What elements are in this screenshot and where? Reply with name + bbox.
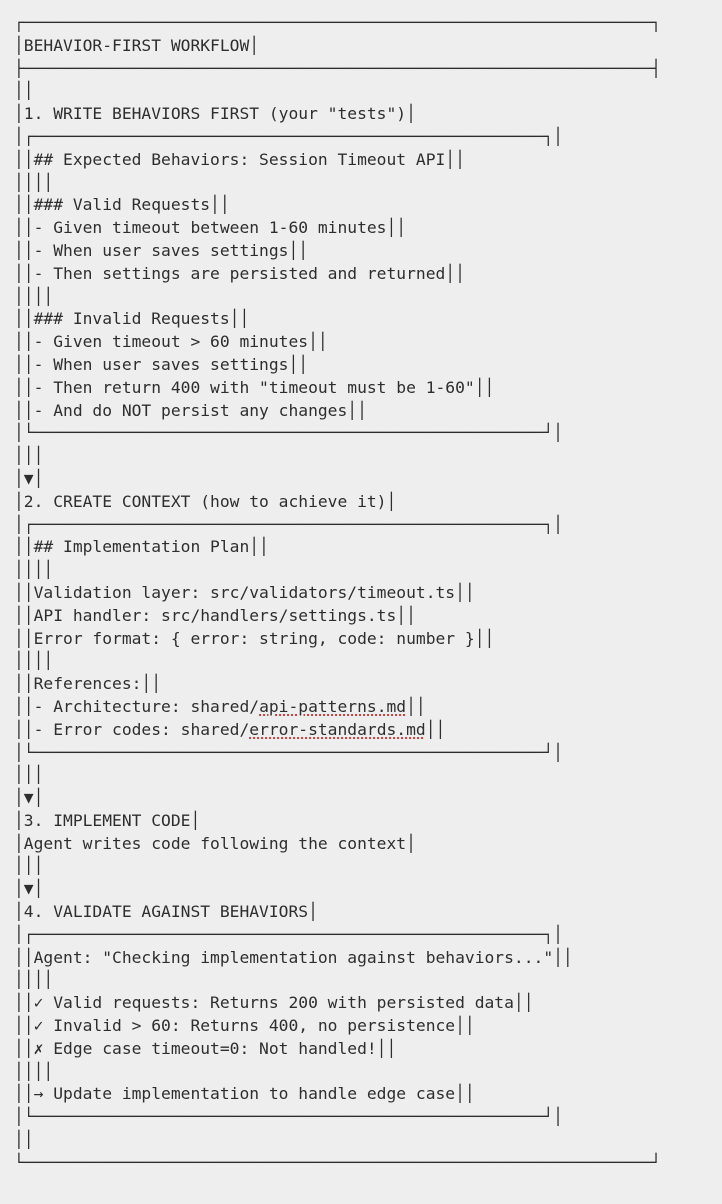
diagram-line: │BEHAVIOR-FIRST WORKFLOW│ (14, 35, 260, 55)
diagram-line: ││- Then settings are persisted and retu… (14, 263, 465, 283)
diagram-line: ││- And do NOT persist any changes││ (14, 400, 367, 420)
diagram-line: │4. VALIDATE AGAINST BEHAVIORS│ (14, 902, 318, 922)
misspelled-token: error-standards.md (249, 719, 426, 739)
diagram-line: ││││ (14, 1061, 54, 1081)
diagram-line: └───────────────────────────────────────… (14, 1152, 661, 1172)
diagram-line: ││││ (14, 970, 54, 990)
diagram-line: ├───────────────────────────────────────… (14, 58, 661, 78)
diagram-line: ││✓ Valid requests: Returns 200 with per… (14, 993, 534, 1013)
diagram-line: ││ (14, 81, 34, 101)
diagram-line: ││✗ Edge case timeout=0: Not handled!││ (14, 1038, 397, 1058)
diagram-line: ││- Architecture: shared/api-patterns.md… (14, 696, 426, 716)
diagram-line: ││→ Update implementation to handle edge… (14, 1084, 475, 1104)
diagram-line: │Agent writes code following the context… (14, 833, 416, 853)
diagram-line: ││✓ Invalid > 60: Returns 400, no persis… (14, 1016, 475, 1036)
diagram-line: ││## Implementation Plan││ (14, 537, 269, 557)
diagram-line: │┌──────────────────────────────────────… (14, 126, 563, 146)
diagram-line: ││Agent: "Checking implementation agains… (14, 947, 573, 967)
diagram-line: │└──────────────────────────────────────… (14, 1107, 563, 1127)
diagram-line: ││References:││ (14, 674, 162, 694)
diagram-line: ││- Given timeout between 1-60 minutes││ (14, 218, 407, 238)
diagram-line: ││││ (14, 560, 54, 580)
diagram-line: │┌──────────────────────────────────────… (14, 924, 563, 944)
diagram-line: ││││ (14, 651, 54, 671)
diagram-line: │▼│ (14, 879, 44, 899)
ascii-workflow-diagram: ┌───────────────────────────────────────… (14, 12, 722, 1175)
diagram-line: │1. WRITE BEHAVIORS FIRST (your "tests")… (14, 104, 416, 124)
diagram-line: ││ (14, 1130, 34, 1150)
diagram-line: ││││ (14, 286, 54, 306)
diagram-line: ││### Valid Requests││ (14, 195, 230, 215)
diagram-line: ││API handler: src/handlers/settings.ts│… (14, 605, 416, 625)
diagram-line: ││- Given timeout > 60 minutes││ (14, 332, 328, 352)
diagram-line: │└──────────────────────────────────────… (14, 742, 563, 762)
diagram-line: │││ (14, 856, 44, 876)
diagram-line: │3. IMPLEMENT CODE│ (14, 810, 201, 830)
diagram-line: │└──────────────────────────────────────… (14, 423, 563, 443)
diagram-line: ┌───────────────────────────────────────… (14, 13, 661, 32)
diagram-line: │││ (14, 765, 44, 785)
diagram-line: ││Error format: { error: string, code: n… (14, 628, 495, 648)
diagram-line: ││- Error codes: shared/error-standards.… (14, 719, 446, 739)
diagram-line: ││││ (14, 172, 54, 192)
diagram-line: │2. CREATE CONTEXT (how to achieve it)│ (14, 491, 397, 511)
diagram-line: │▼│ (14, 788, 44, 808)
diagram-line: ││### Invalid Requests││ (14, 309, 250, 329)
diagram-line: │▼│ (14, 468, 44, 488)
diagram-line: ││Validation layer: src/validators/timeo… (14, 582, 475, 602)
diagram-line: ││- When user saves settings││ (14, 240, 309, 260)
diagram-line: ││- Then return 400 with "timeout must b… (14, 377, 495, 397)
diagram-line: │││ (14, 446, 44, 466)
diagram-line: │┌──────────────────────────────────────… (14, 514, 563, 534)
diagram-line: ││- When user saves settings││ (14, 354, 309, 374)
misspelled-token: api-patterns.md (259, 696, 407, 716)
diagram-line: ││## Expected Behaviors: Session Timeout… (14, 149, 465, 169)
